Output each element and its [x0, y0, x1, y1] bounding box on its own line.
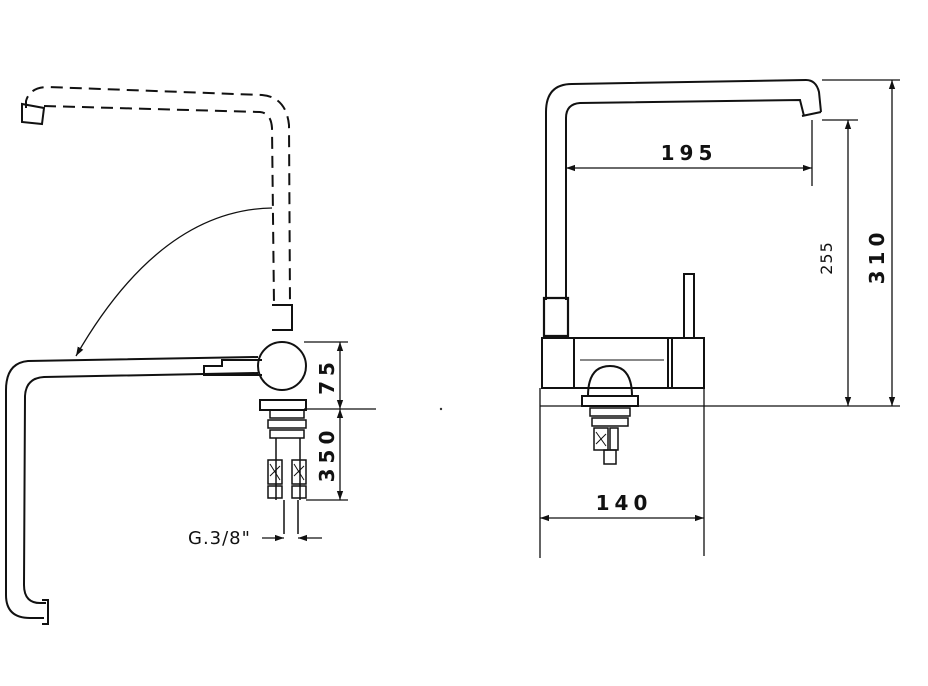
dimension-lines-right	[539, 79, 900, 558]
right-fittings	[589, 407, 631, 465]
mixer-body	[257, 341, 307, 391]
left-view	[5, 85, 376, 625]
supply-fittings	[267, 409, 307, 534]
dim-label-310: 310	[865, 228, 889, 285]
scan-speck	[439, 407, 443, 411]
dashed-spout-tip	[21, 102, 46, 126]
dim-label-75: 75	[315, 357, 339, 395]
dim-label-350: 350	[315, 426, 339, 483]
right-view	[539, 78, 900, 558]
right-base	[581, 395, 639, 407]
right-spout	[542, 78, 822, 338]
solid-spout	[5, 356, 259, 625]
dim-label-195: 195	[661, 141, 718, 165]
dim-label-140: 140	[596, 491, 653, 515]
right-lever	[683, 273, 695, 339]
dashed-spout-collar	[272, 304, 293, 331]
handle-lever	[203, 359, 262, 376]
dashed-spout-alternate-position	[25, 85, 291, 306]
right-body	[541, 337, 705, 389]
thread-label: G.3/8"	[188, 528, 251, 549]
base-flange	[259, 399, 307, 411]
dim-label-255: 255	[817, 241, 836, 275]
right-dome	[586, 364, 634, 397]
dimension-lines-left	[262, 341, 376, 542]
swivel-arc-arrow	[75, 207, 273, 357]
